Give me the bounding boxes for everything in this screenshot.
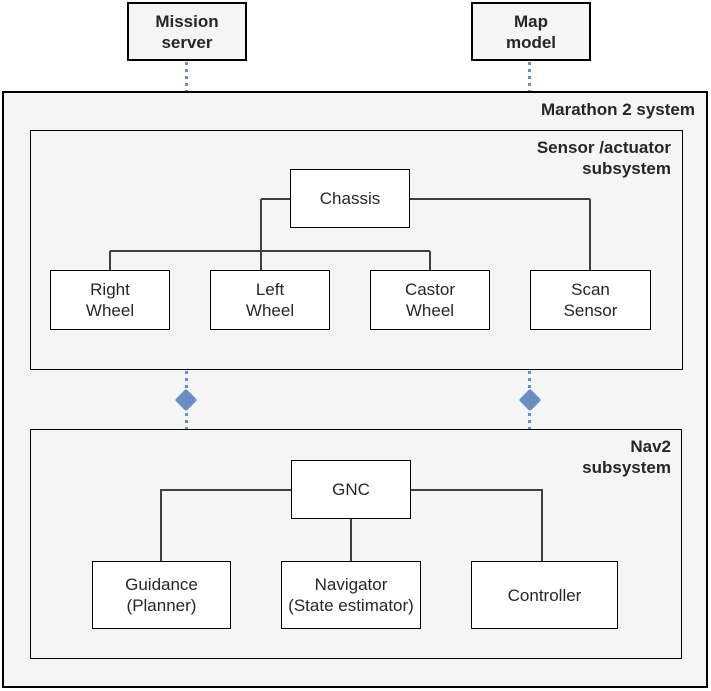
- connector-bus-to-castor-wheel-vertical: [429, 251, 431, 270]
- node-map-model: Map model: [471, 2, 591, 61]
- node-left-wheel: Left Wheel: [210, 270, 330, 330]
- node-right-wheel: Right Wheel: [50, 270, 170, 330]
- connector-wheel-bus-horizontal: [110, 250, 430, 252]
- connector-bus-to-right-wheel-vertical: [109, 251, 111, 270]
- dotted-link-mission-to-system: [185, 62, 188, 91]
- node-controller: Controller: [471, 561, 618, 629]
- node-gnc: GNC: [291, 460, 411, 519]
- node-mission-server: Mission server: [127, 2, 247, 61]
- dotted-link-map-to-system: [528, 62, 531, 91]
- node-chassis: Chassis: [290, 169, 410, 228]
- connector-chassis-right-horizontal: [410, 198, 590, 200]
- label-nav2-subsystem: Nav2 subsystem: [582, 437, 671, 477]
- node-scan-sensor: Scan Sensor: [530, 270, 651, 330]
- connector-gnc-left-horizontal: [161, 489, 291, 491]
- label-sensor-actuator-subsystem: Sensor /actuator subsystem: [536, 138, 671, 178]
- connector-chassis-to-left-wheel-vertical: [260, 199, 262, 270]
- node-castor-wheel: Castor Wheel: [370, 270, 490, 330]
- connector-gnc-to-navigator-vertical: [350, 519, 352, 561]
- connector-chassis-left-horizontal: [261, 198, 290, 200]
- node-navigator-state-estimator: Navigator (State estimator): [281, 561, 421, 629]
- label-marathon2-system: Marathon 2 system: [541, 100, 695, 119]
- connector-gnc-right-horizontal: [411, 489, 542, 491]
- node-guidance-planner: Guidance (Planner): [92, 561, 231, 629]
- connector-gnc-to-guidance-vertical: [160, 489, 162, 561]
- connector-gnc-to-controller-vertical: [541, 489, 543, 561]
- connector-chassis-to-scan-sensor-vertical: [589, 199, 591, 270]
